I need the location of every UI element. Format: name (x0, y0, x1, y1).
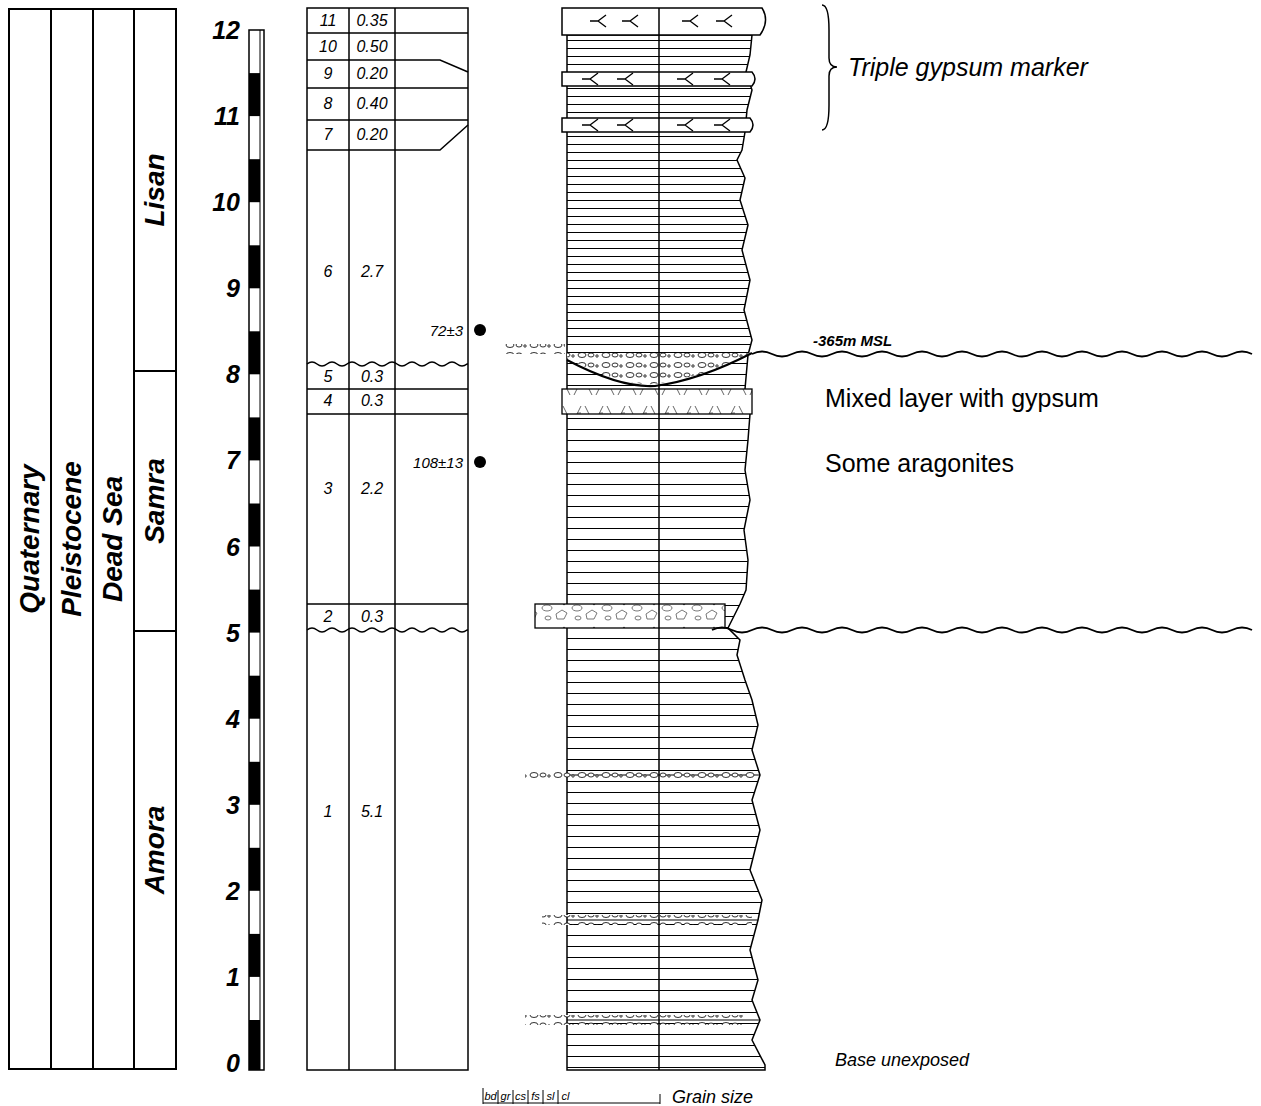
grain-size-class: gr (501, 1091, 511, 1102)
scale-tick-label: 9 (226, 276, 240, 301)
unit-name: Pleistocene (58, 461, 86, 617)
unit-name: Quaternary (16, 464, 44, 613)
unit-name: Amora (141, 806, 169, 895)
unit-number: 11 (320, 13, 337, 29)
unit-thickness: 0.40 (356, 96, 387, 112)
unit-number: 1 (324, 804, 333, 820)
unit-number: 8 (324, 96, 333, 112)
scale-tick-label: 0 (226, 1051, 240, 1076)
unit-number: 9 (324, 66, 333, 82)
scale-tick-label: 5 (226, 620, 240, 645)
unit-thickness: 5.1 (361, 804, 383, 820)
annotation: Some aragonites (825, 451, 1014, 476)
unit-name: Dead Sea (100, 476, 128, 602)
stratigraphic-band: Samra (133, 370, 177, 632)
unit-name: Lisan (141, 153, 169, 226)
grain-size-class: cs (515, 1091, 526, 1102)
stratigraphic-band: Pleistocene (50, 8, 94, 1070)
stratigraphic-band: Amora (133, 630, 177, 1070)
unit-number: 6 (324, 264, 333, 280)
unit-thickness: 0.20 (356, 127, 387, 143)
grain-size-class: cl (562, 1091, 570, 1102)
unit-thickness: 0.50 (356, 39, 387, 55)
annotation: Mixed layer with gypsum (825, 386, 1099, 411)
scale-tick-label: 6 (226, 534, 240, 559)
axis-title: Grain size (672, 1088, 753, 1106)
stratigraphic-band: Quaternary (8, 8, 52, 1070)
age-label: 72±3 (430, 323, 463, 338)
unit-thickness: 0.20 (356, 66, 387, 82)
unit-thickness: 2.2 (361, 481, 383, 497)
grain-size-class: sl (547, 1091, 555, 1102)
unit-thickness: 0.3 (361, 369, 383, 385)
unit-number: 2 (324, 609, 333, 625)
stratigraphic-band: Lisan (133, 8, 177, 372)
scale-tick-label: 7 (226, 448, 240, 473)
stratigraphic-band: Dead Sea (92, 8, 135, 1070)
age-label: 108±13 (413, 455, 463, 470)
unit-number: 5 (324, 369, 333, 385)
elevation-label: -365m MSL (813, 333, 892, 348)
scale-tick-label: 10 (212, 190, 240, 215)
unit-number: 10 (319, 39, 337, 55)
unit-thickness: 0.3 (361, 393, 383, 409)
unit-thickness: 0.3 (361, 609, 383, 625)
unit-thickness: 0.35 (356, 13, 387, 29)
annotation: Triple gypsum marker (848, 55, 1088, 80)
unit-number: 3 (324, 481, 333, 497)
grain-size-class: bd (484, 1091, 496, 1102)
scale-tick-label: 11 (214, 104, 240, 129)
scale-tick-label: 2 (226, 878, 240, 903)
unit-number: 4 (324, 393, 333, 409)
unit-thickness: 2.7 (361, 264, 383, 280)
annotation: Base unexposed (835, 1051, 969, 1069)
scale-tick-label: 1 (226, 964, 240, 989)
unit-name: Samra (141, 458, 169, 544)
scale-tick-label: 12 (212, 18, 240, 43)
scale-tick-label: 3 (226, 792, 240, 817)
unit-number: 7 (324, 127, 333, 143)
scale-tick-label: 4 (226, 706, 240, 731)
grain-size-class: fs (531, 1091, 540, 1102)
scale-tick-label: 8 (226, 362, 240, 387)
